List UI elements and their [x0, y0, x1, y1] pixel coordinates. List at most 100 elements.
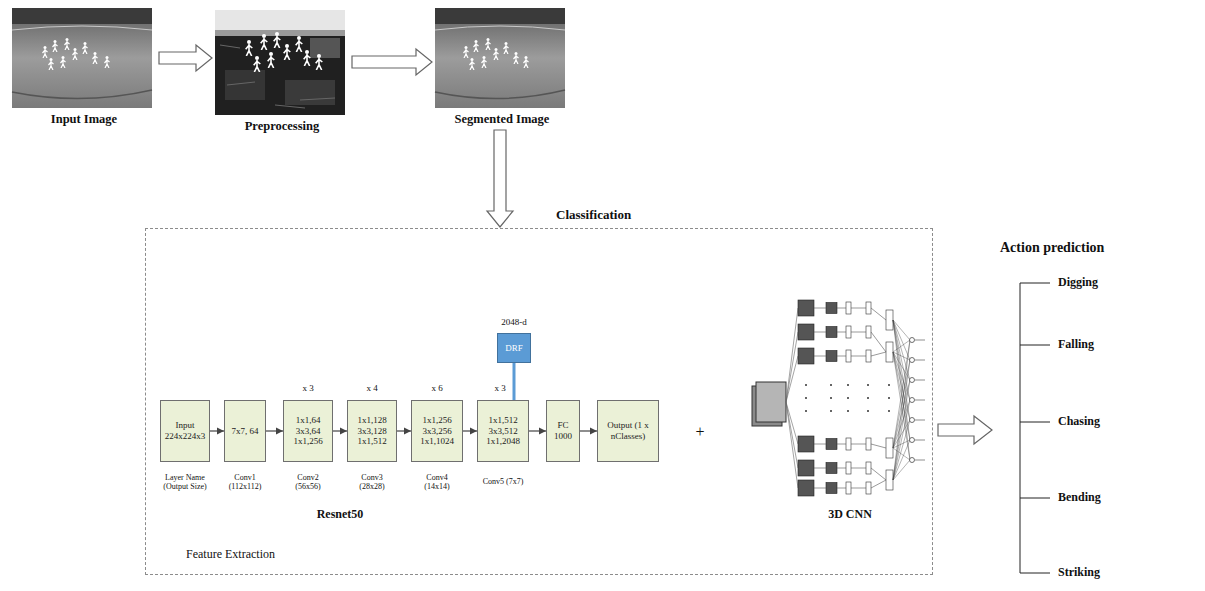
segmented-image	[435, 90, 565, 99]
preprocessed-image	[268, 52, 275, 68]
cnn3d-illustration	[846, 482, 851, 494]
layer-name: Conv2 (56x56)	[286, 473, 330, 491]
segmented-image	[494, 48, 499, 60]
action-class: Falling	[1058, 338, 1094, 352]
thermal-input-image	[53, 40, 58, 52]
connectors	[159, 45, 597, 431]
block-arrow	[159, 45, 212, 71]
thermal-input-image	[12, 8, 152, 108]
layer-text: 1x1,128 3x3,128 1x1,512	[357, 415, 386, 447]
layer-text: 1x1,64 3x3,64 1x1,256	[293, 415, 322, 447]
cnn3d-illustration	[826, 351, 837, 362]
cnn3d-illustration	[893, 320, 910, 480]
layer-text: 7x7, 64	[232, 426, 259, 437]
cnn3d-illustration	[910, 378, 915, 383]
thermal-input-image	[12, 26, 152, 30]
thermal-input-image	[49, 58, 54, 70]
segmented-image	[435, 8, 565, 24]
cnn3d-illustration	[866, 350, 871, 362]
layer-name: Conv3 (28x28)	[350, 473, 394, 491]
preprocessed-image	[215, 30, 345, 36]
layer-name: Layer Name (Output Size)	[160, 473, 210, 491]
thermal-input-image	[43, 46, 48, 58]
cnn3d-illustration	[886, 310, 893, 330]
layer-text: 1x1,256 3x3,256 1x1,1024	[420, 415, 454, 447]
layer-box: 1x1,64 3x3,64 1x1,256	[283, 400, 333, 462]
group-heading: Classification	[556, 207, 631, 223]
layer-box: 1x1,128 3x3,128 1x1,512	[347, 400, 397, 462]
cnn3d-illustration	[910, 398, 915, 403]
thermal-input-image	[73, 48, 78, 60]
cnn3d-illustration	[886, 470, 893, 490]
feature-size: 2048-d	[501, 317, 527, 327]
layer-text: Input 224x224x3	[165, 420, 206, 442]
segmented-image	[464, 46, 469, 58]
layer-arrow	[580, 430, 597, 431]
thermal-input-image	[12, 8, 152, 24]
thermal-input-image	[12, 8, 152, 108]
preprocessed-image	[296, 36, 303, 52]
preprocessed-image	[261, 34, 268, 50]
cnn3d-illustration	[867, 384, 869, 386]
layer-arrow	[210, 430, 224, 431]
cnn3d-illustration	[805, 410, 807, 412]
section-heading: Action prediction	[1000, 240, 1104, 256]
action-class: Striking	[1058, 566, 1100, 580]
layer-arrow	[529, 430, 546, 431]
image-panel: Preprocessing	[215, 10, 349, 134]
feature-link	[513, 363, 516, 400]
preprocessed-image	[310, 38, 340, 58]
cnn3d-illustration	[888, 397, 890, 399]
layer-box: FC 1000	[546, 400, 580, 462]
cnn3d-illustration	[866, 482, 871, 494]
layer-arrow	[463, 430, 477, 431]
image-panel: Input Image	[12, 8, 156, 127]
cnn3d-illustration	[846, 438, 851, 450]
cnn3d-illustration	[886, 342, 893, 362]
preprocessed-image	[274, 32, 281, 48]
cnn3d-illustration	[826, 483, 837, 494]
preprocessed-image	[316, 54, 323, 70]
layer-box: Output (1 x nClasses)	[597, 400, 659, 462]
thermal-input-image	[105, 56, 110, 68]
model-title: 3D CNN	[828, 508, 872, 522]
segmented-image	[470, 58, 475, 70]
cnn3d-illustration	[798, 324, 814, 340]
segmented-image	[524, 56, 529, 68]
layer-text: 1x1,512 3x3,512 1x1,2048	[486, 415, 520, 447]
segmented-image	[504, 42, 509, 54]
thermal-input-image	[12, 90, 152, 99]
preprocessed-image	[220, 45, 335, 108]
cnn3d-illustration	[910, 338, 915, 463]
thermal-input-image	[83, 42, 88, 54]
segmented-image	[474, 40, 479, 52]
preprocessed-image	[284, 44, 291, 60]
plus-sign: +	[695, 423, 704, 441]
thermal-input-image	[65, 38, 70, 50]
layer-name: Conv1 (112x112)	[223, 473, 267, 491]
cnn3d-illustration	[805, 384, 890, 412]
repeat-count: x 3	[494, 383, 505, 393]
cnn3d-illustration	[847, 410, 849, 412]
segmented-image	[435, 26, 565, 30]
cnn3d-illustration	[847, 384, 849, 386]
block-arrow	[487, 130, 513, 227]
cnn3d-illustration	[910, 358, 915, 363]
panel-caption: Input Image	[12, 112, 156, 127]
cnn3d-illustration	[866, 326, 871, 338]
cnn3d-illustration	[798, 300, 837, 496]
cnn3d-illustration	[830, 397, 832, 399]
action-class: Digging	[1058, 276, 1098, 290]
prediction-bracket	[1020, 283, 1050, 573]
segmented-image	[435, 8, 565, 108]
cnn3d-illustration	[866, 462, 871, 474]
layer-name: Conv4 (14x14)	[415, 473, 459, 491]
cnn3d-illustration	[798, 348, 814, 364]
cnn3d-illustration	[886, 438, 893, 458]
cnn3d-illustration	[846, 350, 851, 362]
block-arrow	[352, 49, 432, 75]
preprocessed-image	[215, 10, 345, 115]
cnn3d-illustration	[805, 384, 807, 386]
